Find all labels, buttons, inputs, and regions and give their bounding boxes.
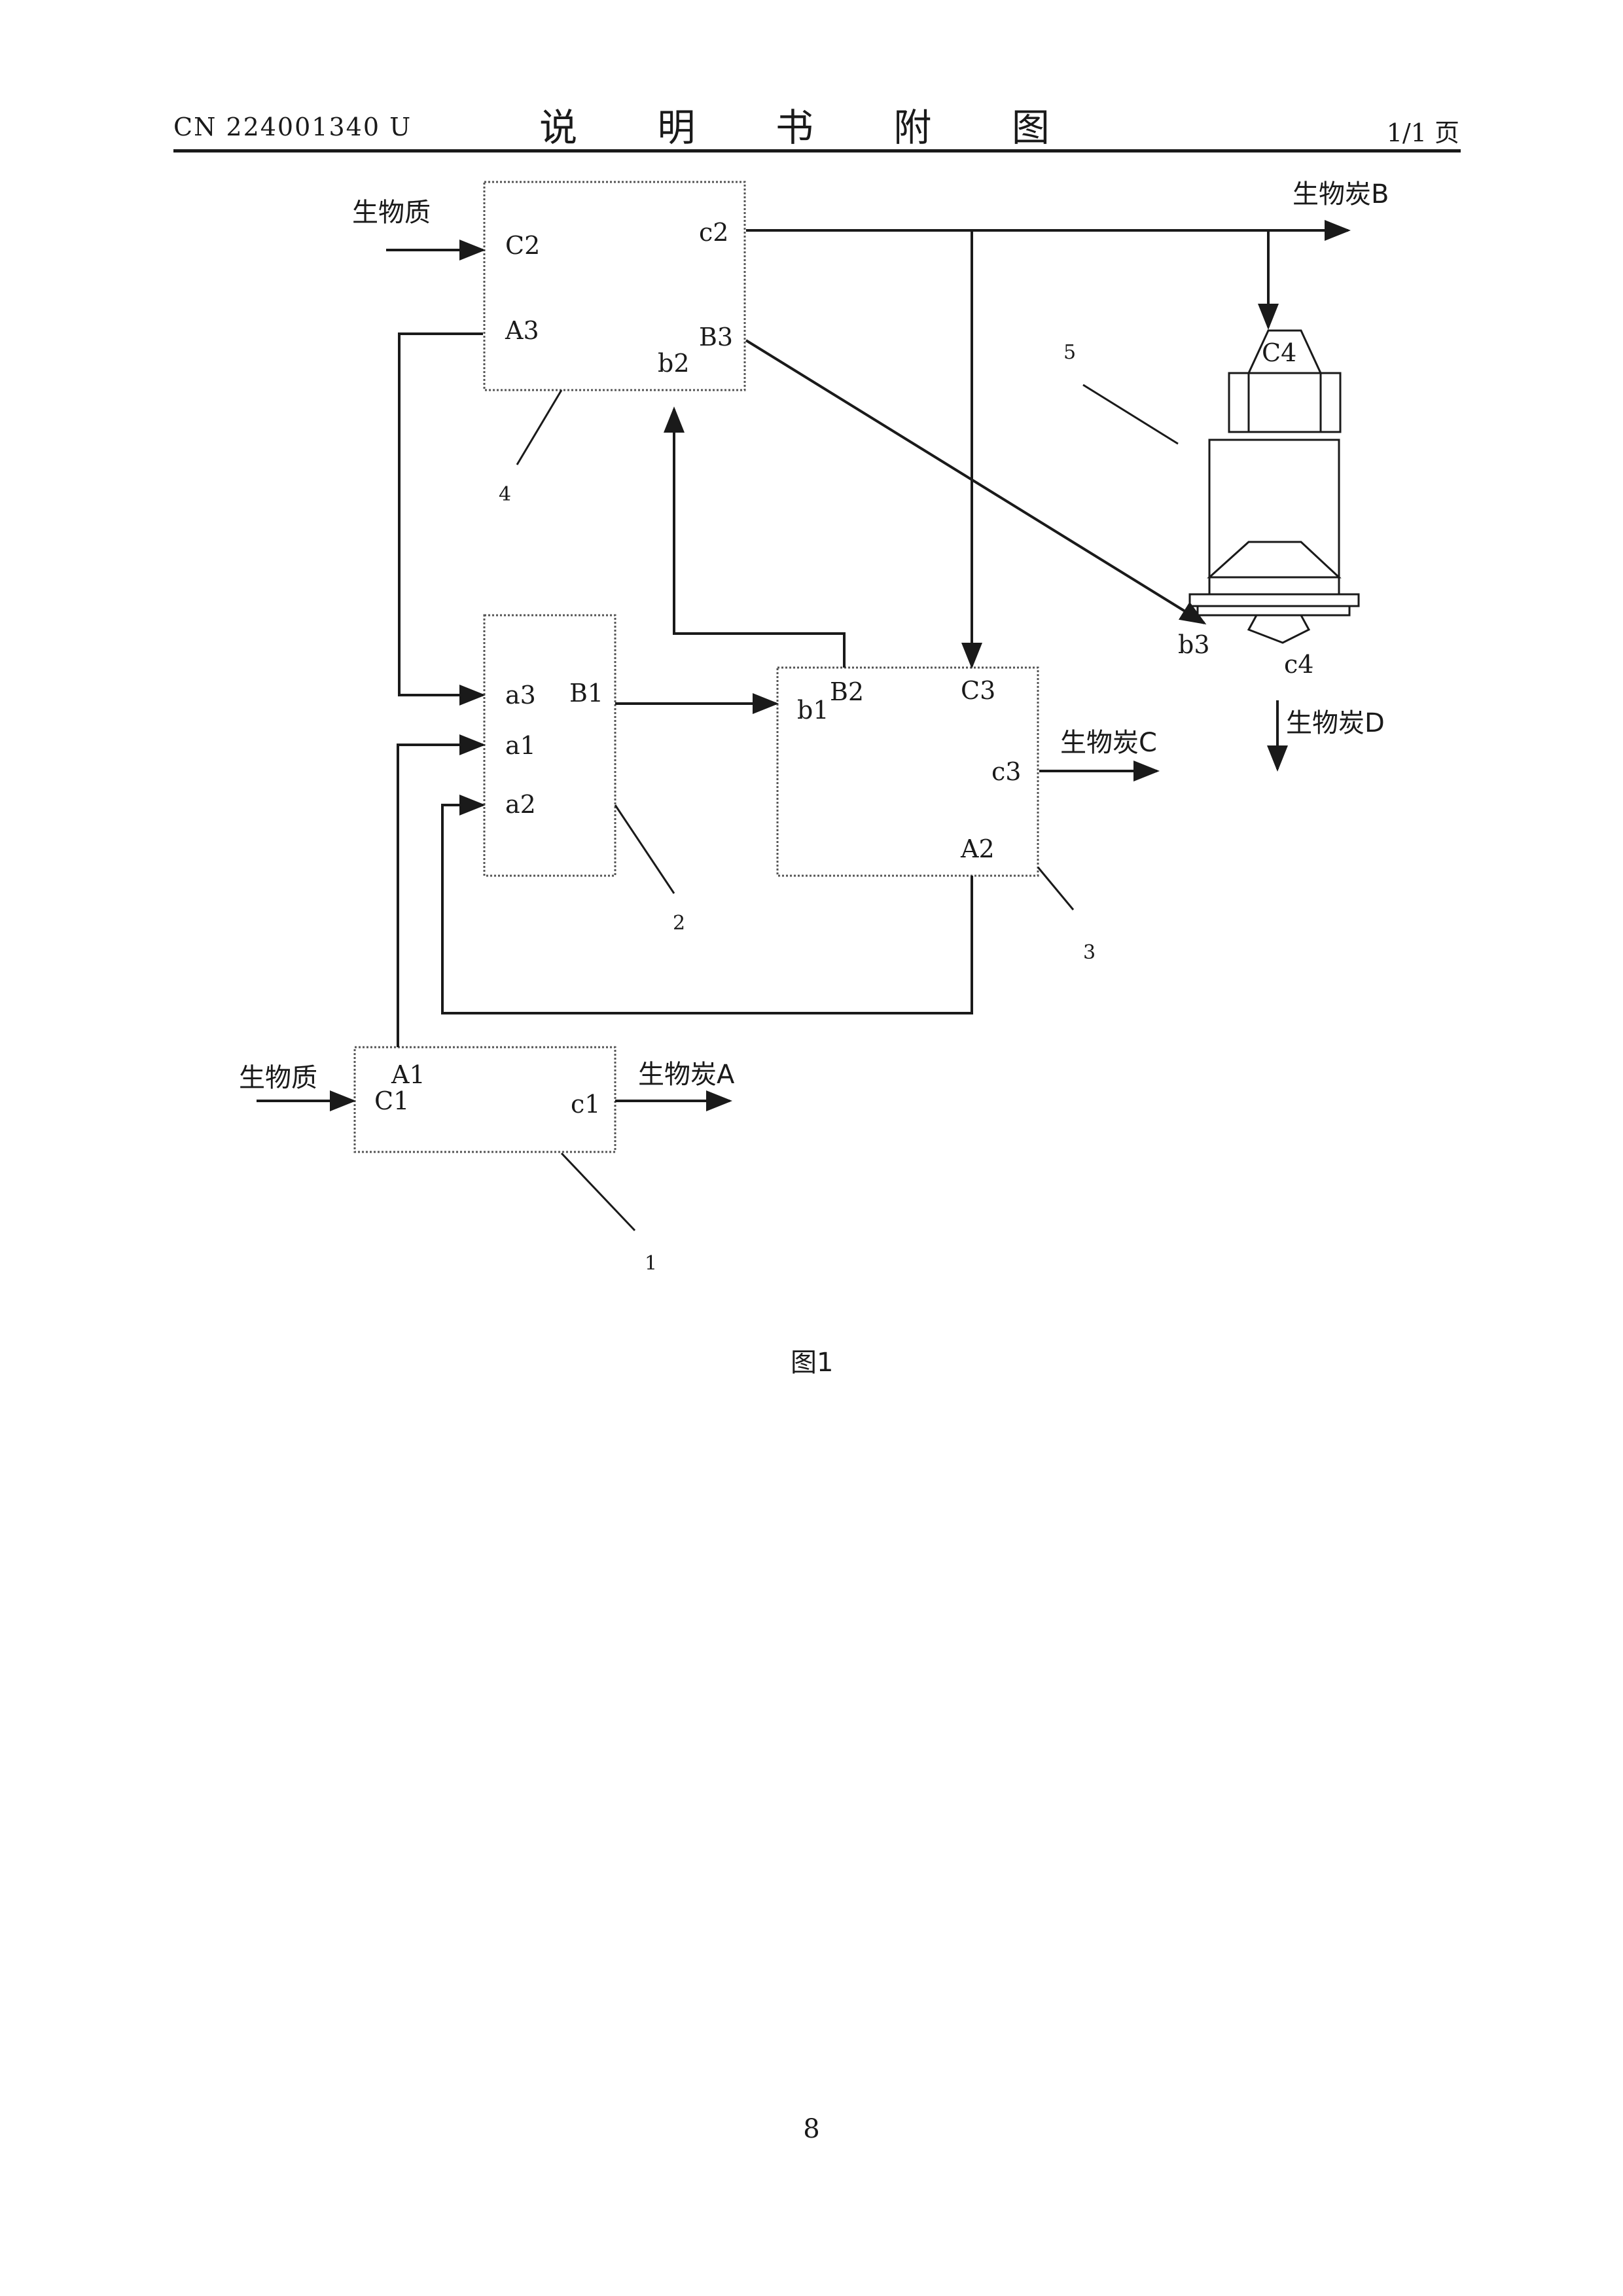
port-a1: a1 <box>505 731 536 760</box>
port-c1: c1 <box>571 1090 600 1119</box>
port-C4: C4 <box>1262 338 1296 367</box>
port-b1: b1 <box>797 696 829 725</box>
ref-numeral-5: 5 <box>1063 341 1076 364</box>
label-biochar-a: 生物炭A <box>638 1060 735 1090</box>
port-c2: c2 <box>699 218 728 247</box>
port-a3: a3 <box>505 681 536 709</box>
port-B1: B1 <box>569 679 603 708</box>
unit-4-box <box>484 182 745 390</box>
port-A1: A1 <box>391 1060 425 1089</box>
port-c4: c4 <box>1284 650 1313 679</box>
figure-caption: 图1 <box>791 1348 833 1378</box>
label-biochar-c: 生物炭C <box>1060 728 1157 758</box>
ref-numeral-4: 4 <box>499 483 511 506</box>
flow-lines <box>257 230 1348 1101</box>
port-A3: A3 <box>505 316 539 345</box>
port-C3: C3 <box>961 676 995 705</box>
port-b2: b2 <box>658 349 690 378</box>
unit-5-reactor <box>1190 331 1359 643</box>
port-C2: C2 <box>505 231 540 260</box>
ref-numeral-1: 1 <box>645 1252 657 1275</box>
port-b3: b3 <box>1178 630 1210 659</box>
port-B2: B2 <box>830 677 864 706</box>
label-biomass-top: 生物质 <box>352 198 431 228</box>
leader-lines <box>517 385 1178 1230</box>
port-a2: a2 <box>505 790 536 819</box>
ref-numeral-2: 2 <box>673 912 685 935</box>
label-biochar-d: 生物炭D <box>1286 708 1385 738</box>
page-number: 8 <box>0 2114 1623 2144</box>
port-B3: B3 <box>699 323 733 351</box>
ref-numeral-3: 3 <box>1083 941 1096 964</box>
label-biochar-b: 生物炭B <box>1293 179 1389 209</box>
unit-2-box <box>484 615 615 876</box>
port-c3: c3 <box>991 757 1021 786</box>
port-C1: C1 <box>374 1086 409 1115</box>
label-biomass-bottom: 生物质 <box>239 1063 317 1093</box>
port-A2: A2 <box>960 834 995 863</box>
